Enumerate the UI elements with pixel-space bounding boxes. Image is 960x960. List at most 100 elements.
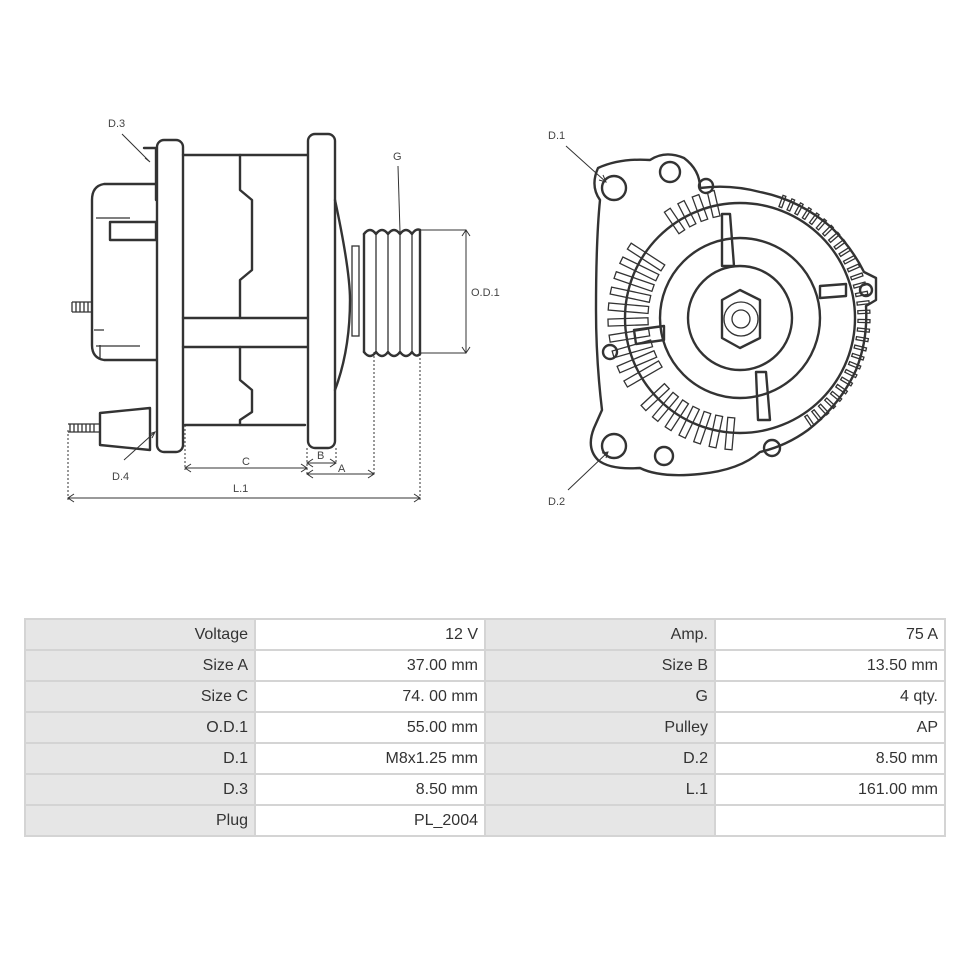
spec-label: G [484, 680, 716, 713]
vent-slot [839, 376, 854, 387]
vent-slot [847, 360, 862, 370]
vent-slot [786, 197, 796, 212]
vent-slot [801, 206, 813, 221]
label-d2-front: D.2 [548, 496, 565, 508]
vent-slot [608, 328, 651, 343]
vent-slot [611, 339, 654, 359]
label-od1: O.D.1 [471, 287, 500, 299]
vent-slot [857, 318, 871, 324]
vent-slot [691, 193, 709, 223]
vent-slot [833, 238, 847, 251]
vent-slot [823, 397, 837, 410]
label-c: C [242, 456, 250, 468]
vent-slot [706, 189, 721, 219]
spec-label: Size C [24, 680, 256, 713]
spec-label: D.2 [484, 742, 716, 775]
spec-value: AP [714, 711, 946, 744]
spec-value: 37.00 mm [254, 649, 486, 682]
spec-value: 8.50 mm [714, 742, 946, 775]
spec-label: Size B [484, 649, 716, 682]
spec-value: 12 V [254, 618, 486, 651]
vent-slot [853, 344, 868, 352]
spec-label: D.3 [24, 773, 256, 806]
spec-value: PL_2004 [254, 804, 486, 837]
spec-value: 74. 00 mm [254, 680, 486, 713]
vent-slot [607, 302, 650, 315]
spec-label: Amp. [484, 618, 716, 651]
spec-label: Pulley [484, 711, 716, 744]
label-a: A [338, 463, 346, 475]
front-dimensions [565, 145, 609, 491]
vent-slot [855, 335, 870, 343]
vent-slot [793, 202, 805, 216]
vent-slot [678, 405, 701, 440]
spec-label: O.D.1 [24, 711, 256, 744]
label-l1: L.1 [233, 483, 248, 495]
vent-slot [663, 207, 686, 235]
spec-value: 161.00 mm [714, 773, 946, 806]
vent-slot [856, 327, 871, 333]
vent-slot [838, 246, 852, 258]
vent-slot [815, 217, 828, 231]
vent-slot [843, 368, 858, 379]
spec-label: D.1 [24, 742, 256, 775]
spec-value: 8.50 mm [254, 773, 486, 806]
spec-value: 55.00 mm [254, 711, 486, 744]
front-view [589, 153, 878, 477]
spec-value [714, 804, 946, 837]
vent-slot [708, 414, 724, 449]
vent-slot [724, 416, 736, 451]
vent-slot [623, 360, 663, 388]
side-dimensions [67, 133, 471, 503]
label-g: G [393, 151, 402, 163]
label-d1-front: D.1 [548, 130, 565, 142]
vent-slot [842, 254, 857, 265]
label-b: B [317, 450, 324, 462]
vent-slot [849, 272, 864, 281]
vent-slot [856, 299, 870, 306]
side-view [68, 132, 422, 454]
vent-slot [857, 309, 871, 315]
vent-slot [676, 199, 697, 228]
vent-slot [618, 256, 660, 282]
vent-slot [846, 263, 861, 273]
vent-slot [607, 317, 649, 327]
vent-slot [626, 242, 666, 272]
vent-slot [850, 352, 865, 361]
spec-value: 75 A [714, 618, 946, 651]
spec-label: Plug [24, 804, 256, 837]
vent-slot [616, 349, 658, 374]
spec-label: L.1 [484, 773, 716, 806]
vent-slot [609, 286, 652, 304]
label-d4-side: D.4 [112, 471, 129, 483]
vent-slot [808, 212, 820, 226]
vent-slot [854, 290, 869, 298]
vent-slot [613, 270, 655, 293]
spec-label: Size A [24, 649, 256, 682]
vent-slot [640, 382, 671, 412]
spec-value: M8x1.25 mm [254, 742, 486, 775]
vent-slot [852, 281, 867, 289]
label-d3-side: D.3 [108, 118, 125, 130]
vent-slot [829, 390, 843, 403]
vent-slot [817, 403, 830, 416]
vent-slot [827, 231, 841, 244]
vent-slot [692, 410, 712, 445]
spec-label [484, 804, 716, 837]
vent-slots [607, 189, 871, 451]
vent-slot [664, 399, 690, 432]
alternator-diagram: D.3 D.4 G O.D.1 C B A L.1 D.1 D.2 [67, 118, 878, 508]
vent-slot [778, 194, 787, 209]
vent-slot [651, 391, 680, 423]
spec-value: 4 qty. [714, 680, 946, 713]
vent-slot [821, 224, 835, 237]
spec-label: Voltage [24, 618, 256, 651]
